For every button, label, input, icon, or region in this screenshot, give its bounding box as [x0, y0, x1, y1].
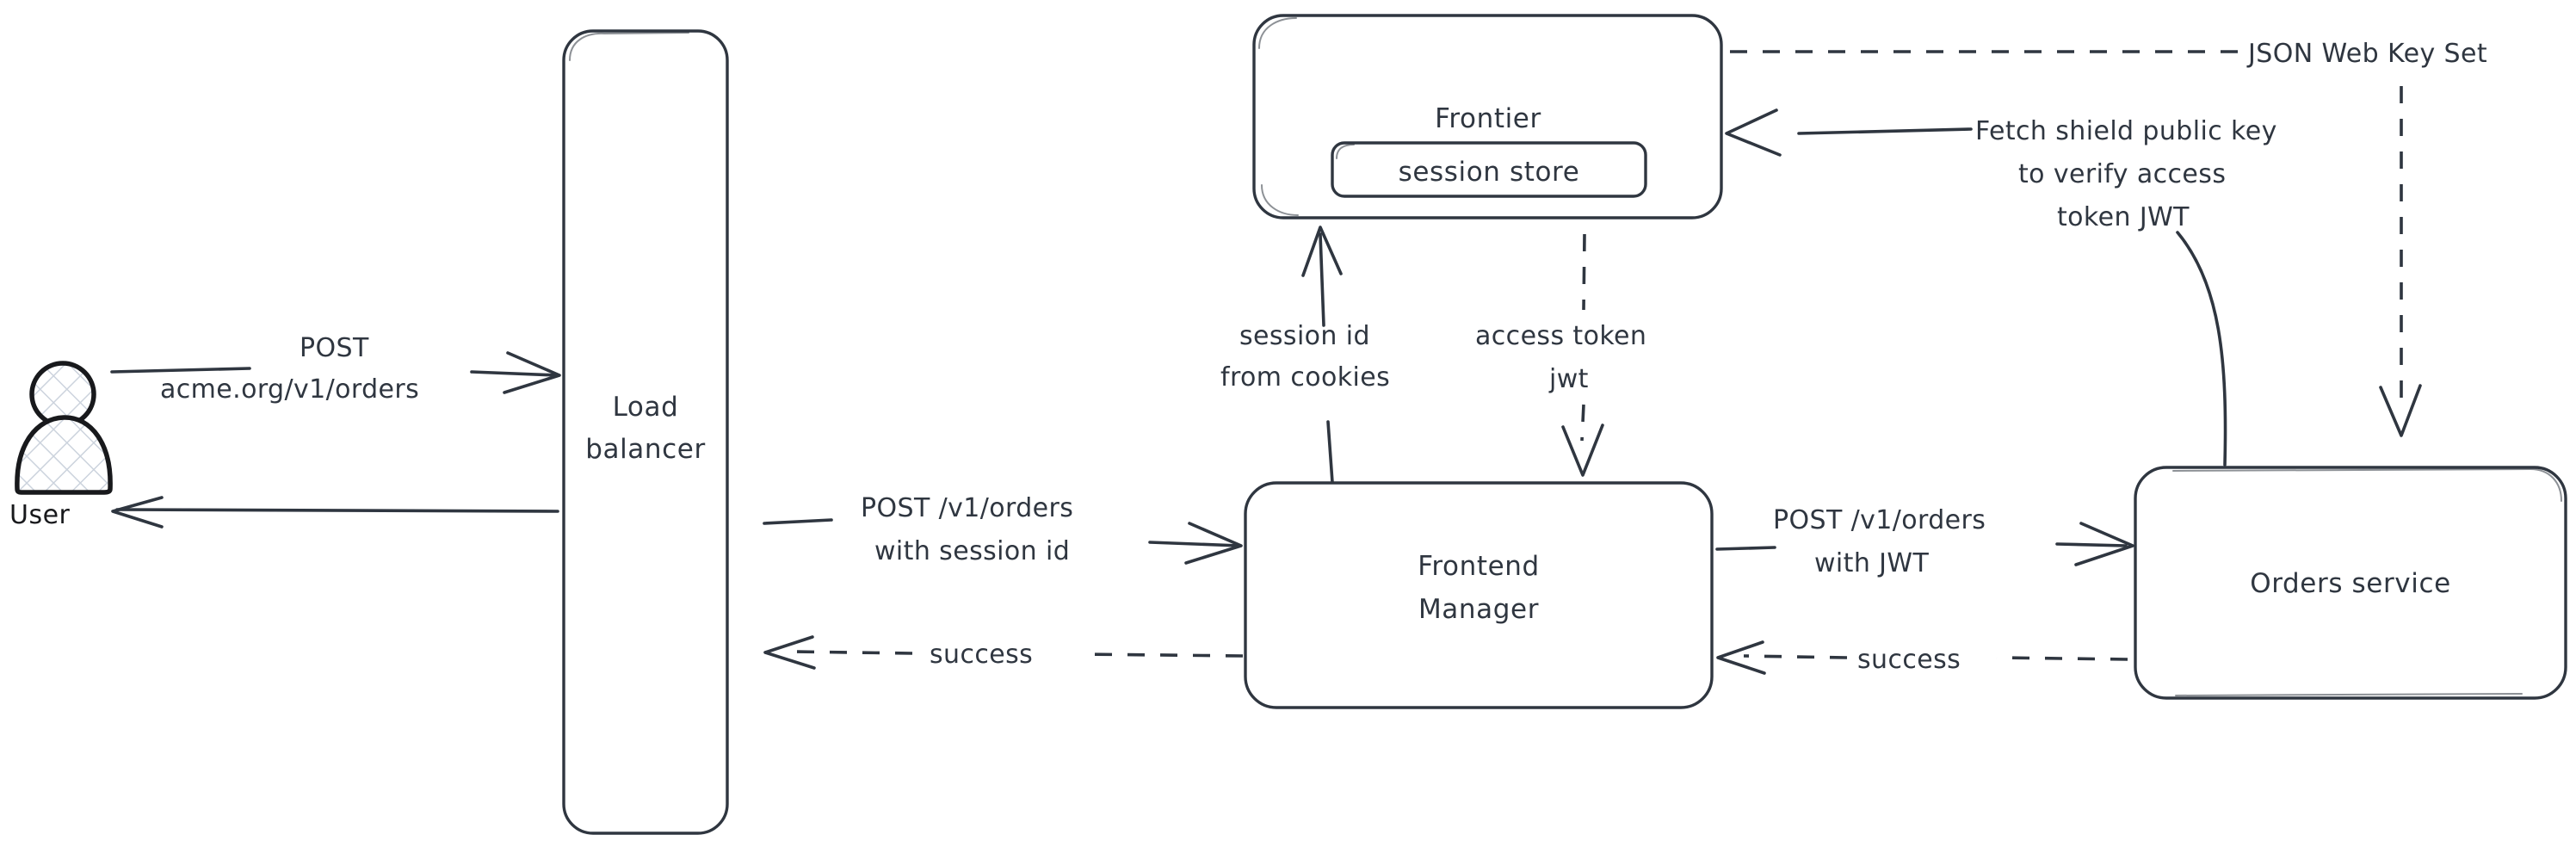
edge-frontend-manager-to-frontier: session id from cookies [1220, 226, 1390, 484]
node-orders-service[interactable]: Orders service [2134, 466, 2567, 700]
edge-fm-lb-success-arrowhead [763, 635, 816, 670]
node-frontend-manager[interactable]: Frontend Manager [1244, 481, 1714, 709]
node-load-balancer[interactable]: Load balancer [562, 29, 729, 835]
edge-orders-frontier-fetch-label-line3: token JWT [2057, 202, 2190, 232]
edge-fm-frontier-arrowhead [1301, 226, 1343, 277]
frontend-manager-label-line2: Manager [1418, 594, 1539, 625]
edge-user-to-load-balancer-label-line1: POST [300, 333, 369, 363]
session-store-label: session store [1399, 157, 1580, 188]
edge-load-balancer-to-frontend-manager-line-left [763, 518, 833, 525]
frontier-box-sketch-overlay [1258, 17, 1299, 216]
orders-service-box [2134, 466, 2567, 700]
edge-orders-service-to-frontier-fetch: Fetch shield public key to verify access… [1725, 108, 2277, 467]
edge-load-balancer-to-user-line [115, 508, 559, 513]
edge-fm-orders-line-right [2055, 542, 2128, 547]
edge-load-balancer-to-frontend-manager-label-line2: with session id [874, 536, 1070, 566]
edge-frontend-manager-to-orders-service: POST /v1/orders with JWT [1715, 505, 2134, 578]
node-frontier[interactable]: Frontier session store [1252, 14, 1723, 219]
edge-orders-fm-success-arrowhead [1716, 640, 1766, 675]
edge-user-to-load-balancer-line [110, 367, 251, 374]
frontend-manager-box [1244, 481, 1714, 709]
frontier-label: Frontier [1435, 103, 1541, 134]
session-store-box [1331, 141, 1647, 198]
edge-fm-frontier-label-line2: from cookies [1220, 362, 1390, 393]
edge-orders-fm-success-label: success [1857, 645, 1961, 675]
session-store-box-sketch-overlay [1336, 144, 1355, 159]
load-balancer-label-line1: Load [613, 392, 679, 423]
load-balancer-box [562, 29, 729, 835]
edge-frontier-fm-arrowhead [1561, 424, 1604, 477]
edge-fm-lb-success-line-right [1082, 652, 1244, 658]
edge-load-balancer-to-user [111, 496, 559, 529]
edge-orders-frontier-fetch-line [1797, 127, 1973, 135]
edge-orders-frontier-fetch-curve [2176, 231, 2227, 467]
load-balancer-box-sketch-overlay [569, 32, 689, 61]
edge-frontier-fm-line-lower [1580, 404, 1585, 442]
edge-fm-frontier-label-line1: session id [1239, 321, 1370, 351]
edge-orders-frontier-fetch-label-line1: Fetch shield public key [1975, 116, 2277, 146]
edge-frontier-orders-jwks-arrowhead [2379, 384, 2422, 437]
actor-user-label: User [9, 500, 71, 530]
edge-user-to-load-balancer-arrowhead [503, 351, 561, 394]
edge-frontier-fm-label-line2: jwt [1548, 364, 1589, 394]
orders-service-box-sketch-overlay [2172, 468, 2562, 696]
edge-fm-orders-label-line2: with JWT [1814, 548, 1929, 578]
edge-frontier-orders-jwks-label: JSON Web Key Set [2246, 39, 2487, 69]
actor-user[interactable]: User [9, 361, 113, 530]
edge-user-to-load-balancer-line-right [470, 370, 559, 377]
edge-fm-frontier-line-upper [1319, 232, 1325, 327]
edge-fm-orders-line-left [1715, 546, 1776, 551]
user-person-icon-body [15, 415, 113, 495]
edge-fm-lb-success-label: success [930, 640, 1033, 670]
edge-fm-orders-label-line1: POST /v1/orders [1773, 505, 1986, 535]
frontend-manager-label-line1: Frontend [1418, 551, 1540, 582]
edge-frontend-manager-to-load-balancer-success: success [763, 635, 1244, 670]
edge-load-balancer-to-user-arrowhead [111, 496, 164, 529]
edge-load-balancer-to-frontend-manager-label-line1: POST /v1/orders [861, 493, 1073, 523]
edge-orders-frontier-fetch-label-line2: to verify access [2018, 159, 2226, 189]
edge-frontier-to-orders-service-jwks: JSON Web Key Set [1730, 39, 2487, 437]
edge-fm-orders-arrowhead [2074, 522, 2134, 566]
load-balancer-label-line2: balancer [585, 434, 706, 465]
edge-orders-frontier-fetch-arrowhead [1725, 108, 1782, 157]
edge-frontier-to-frontend-manager: access token jwt [1475, 233, 1646, 477]
edge-fm-lb-success-line-left [791, 650, 913, 655]
node-session-store[interactable]: session store [1331, 141, 1647, 198]
edge-load-balancer-to-frontend-manager-line-right [1148, 541, 1241, 547]
edge-load-balancer-to-frontend-manager: POST /v1/orders with session id [763, 493, 1243, 566]
edge-fm-frontier-line-lower [1326, 420, 1334, 484]
edge-user-to-load-balancer-label-line2: acme.org/v1/orders [160, 374, 419, 405]
edge-load-balancer-to-frontend-manager-arrowhead [1184, 522, 1243, 565]
edge-orders-fm-success-line-left [1743, 654, 1848, 659]
edge-frontier-fm-label-line1: access token [1475, 321, 1646, 351]
edge-orders-fm-success-line-right [1996, 656, 2128, 661]
edge-user-to-load-balancer: POST acme.org/v1/orders [110, 333, 561, 405]
edge-orders-service-to-frontend-manager-success: success [1716, 640, 2128, 675]
orders-service-label: Orders service [2250, 568, 2451, 599]
edge-frontier-fm-line-upper [1582, 233, 1586, 311]
